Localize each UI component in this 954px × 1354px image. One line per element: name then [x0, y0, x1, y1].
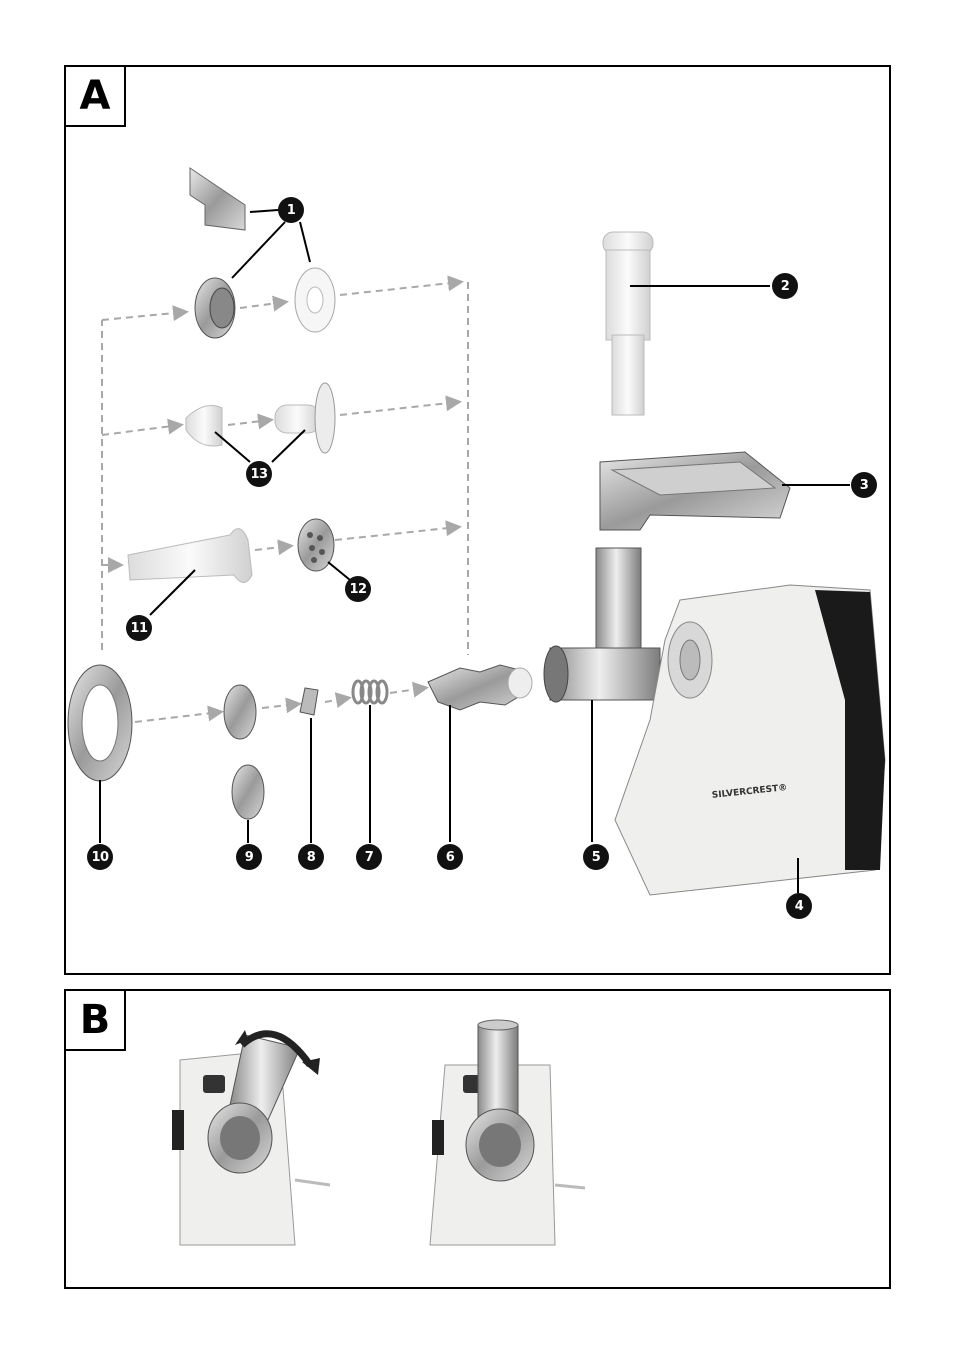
callout-6: 6 — [437, 844, 463, 870]
kebbe-attachment-part — [190, 168, 335, 338]
callout-1: 1 — [278, 197, 304, 223]
cutting-blade-part — [300, 688, 318, 715]
callout-3: 3 — [851, 472, 877, 498]
callout-7: 7 — [356, 844, 382, 870]
pusher-part — [603, 232, 653, 415]
spring-part — [353, 681, 387, 703]
callout-12: 12 — [345, 576, 371, 602]
tray-part — [600, 452, 790, 530]
callout-8: 8 — [298, 844, 324, 870]
mincing-plates-part — [224, 685, 264, 819]
motor-body-part: SILVERCREST® — [615, 585, 885, 895]
callout-4: 4 — [786, 893, 812, 919]
callout-5: 5 — [583, 844, 609, 870]
assembly-guide-lines — [102, 282, 468, 722]
callout-10: 10 — [87, 844, 113, 870]
grinding-housing-part — [544, 548, 660, 702]
panel-b-label: B — [64, 989, 126, 1051]
callout-11: 11 — [126, 615, 152, 641]
callout-9: 9 — [236, 844, 262, 870]
callout-2: 2 — [772, 273, 798, 299]
sausage-attachment-part — [186, 383, 335, 453]
ring-nut-part — [68, 665, 132, 781]
callout-13: 13 — [246, 461, 272, 487]
screw-feed-part — [428, 665, 532, 710]
filling-tube-part — [128, 519, 334, 583]
panel-b: B — [64, 989, 891, 1289]
